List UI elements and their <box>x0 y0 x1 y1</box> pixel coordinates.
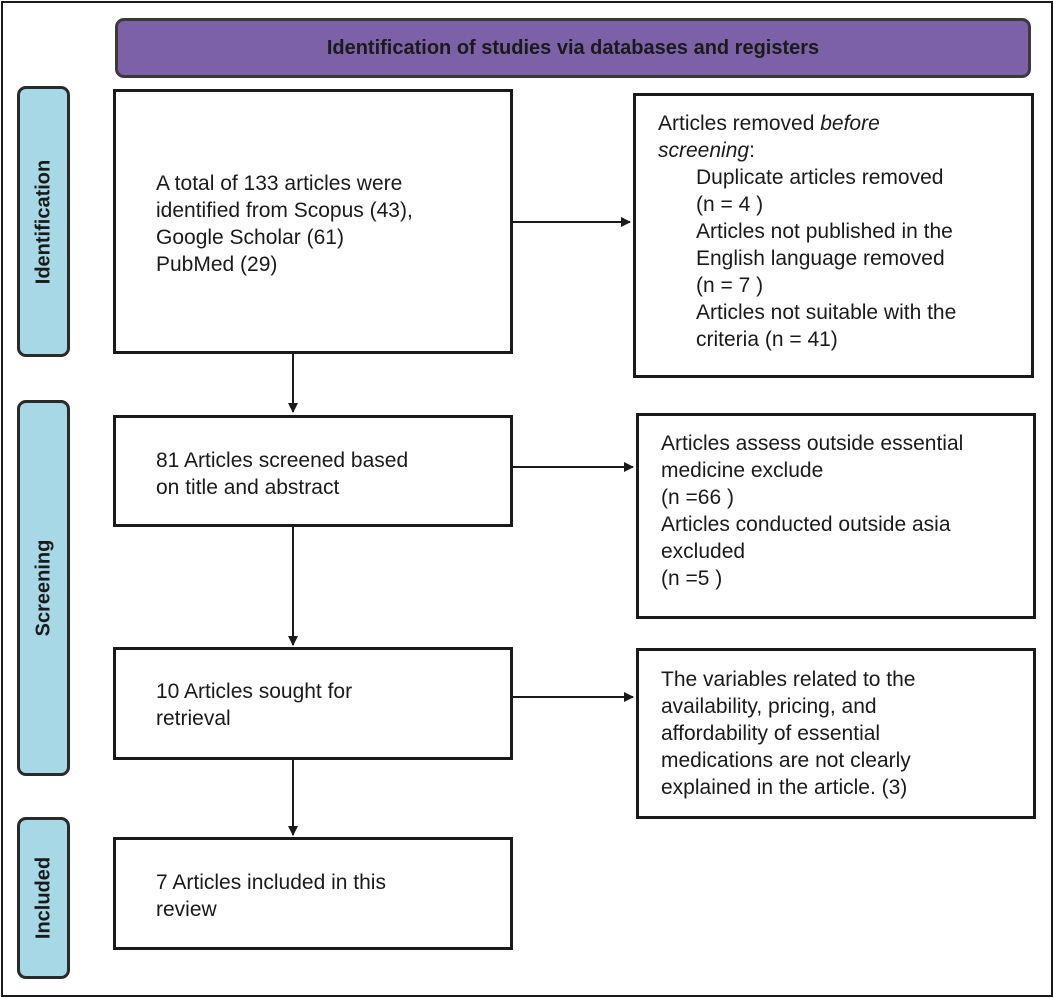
excluded-line-6: (n =5 ) <box>661 567 723 590</box>
duplicates-label: Duplicate articles removed <box>696 166 944 189</box>
sought-line-1: 10 Articles sought for <box>156 680 353 703</box>
identified-line-4: PubMed (29) <box>156 253 278 276</box>
criteria-label-2: criteria (n = 41) <box>696 328 838 351</box>
banner-title: Identification of studies via databases … <box>115 18 1031 78</box>
box-not-retrieved: The variables related to the availabilit… <box>636 648 1036 819</box>
removed-heading: Articles removed before <box>658 110 1031 137</box>
not-retrieved-line-5: explained in the article. (3) <box>661 776 908 799</box>
phase-identification: Identification <box>17 86 70 357</box>
identified-line-2: identified from Scopus (43), <box>156 199 413 222</box>
removed-heading-emphasis-2: screening <box>658 139 750 162</box>
removed-heading-text: Articles removed <box>658 112 821 135</box>
identified-line-1: A total of 133 articles were <box>156 172 403 195</box>
box-sought-retrieval: 10 Articles sought for retrieval <box>113 647 513 760</box>
box-screened: 81 Articles screened based on title and … <box>113 415 513 527</box>
removed-heading-emphasis: before <box>820 112 880 135</box>
duplicates-count: (n = 4 ) <box>696 193 764 216</box>
sought-line-2: retrieval <box>156 707 231 730</box>
banner-title-text: Identification of studies via databases … <box>326 36 820 59</box>
excluded-line-2: medicine exclude <box>661 459 824 482</box>
included-line-2: review <box>156 898 217 921</box>
included-line-1: 7 Articles included in this <box>156 871 386 894</box>
identified-line-3: Google Scholar (61) <box>156 226 344 249</box>
not-retrieved-line-4: medications are not clearly <box>661 749 911 772</box>
box-identified: A total of 133 articles were identified … <box>113 89 513 354</box>
box-removed-before-screening: Articles removed before screening: Dupli… <box>633 93 1034 378</box>
screened-line-2: on title and abstract <box>156 476 340 499</box>
language-label-1: Articles not published in the <box>696 220 953 243</box>
removed-heading-colon: : <box>749 139 755 162</box>
excluded-line-5: excluded <box>661 540 746 563</box>
criteria-label-1: Articles not suitable with the <box>696 301 957 324</box>
excluded-line-1: Articles assess outside essential <box>661 432 964 455</box>
not-retrieved-line-2: availability, pricing, and <box>661 695 877 718</box>
not-retrieved-line-3: affordability of essential <box>661 722 881 745</box>
phase-screening: Screening <box>17 400 70 776</box>
excluded-line-3: (n =66 ) <box>661 486 734 509</box>
phase-included: Included <box>17 817 70 979</box>
removed-heading-2: screening: <box>658 137 1031 164</box>
box-excluded-screening: Articles assess outside essential medici… <box>636 413 1036 619</box>
not-retrieved-line-1: The variables related to the <box>661 668 916 691</box>
excluded-line-4: Articles conducted outside asia <box>661 513 951 536</box>
box-included: 7 Articles included in this review <box>113 837 513 950</box>
language-label-2: English language removed <box>696 247 945 270</box>
screened-line-1: 81 Articles screened based <box>156 449 409 472</box>
language-count: (n = 7 ) <box>696 274 764 297</box>
